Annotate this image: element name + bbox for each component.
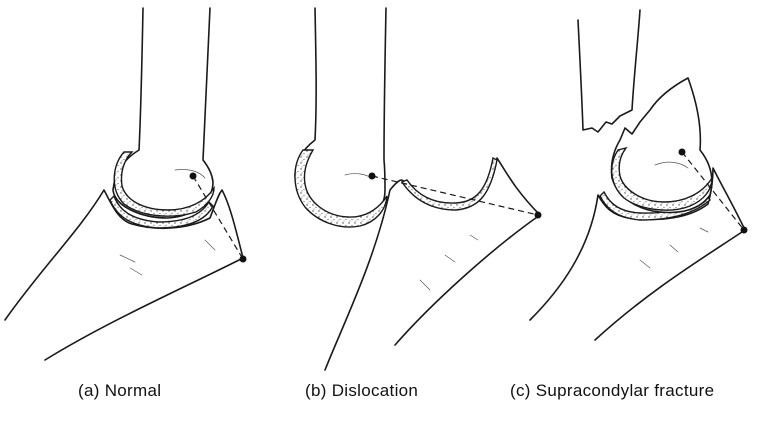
landmark-dot-olecranon-normal	[240, 256, 247, 263]
landmark-dot-olecranon-dislocation	[535, 212, 542, 219]
humerus-shaft-fragment	[578, 10, 640, 132]
landmark-dot-olecranon-fracture	[741, 227, 748, 234]
humerus-normal	[113, 8, 213, 218]
landmark-dot-epicondyle-normal	[190, 173, 197, 180]
landmark-dot-epicondyle-dislocation	[369, 173, 376, 180]
caption-normal: (a) Normal	[78, 381, 161, 401]
landmark-dot-epicondyle-fracture	[679, 149, 686, 156]
caption-supracondylar-fracture: (c) Supracondylar fracture	[510, 381, 714, 401]
panel-supracondylar-fracture	[530, 10, 748, 340]
panel-dislocation	[295, 8, 542, 370]
caption-dislocation: (b) Dislocation	[305, 381, 418, 401]
panel-normal	[5, 8, 247, 360]
